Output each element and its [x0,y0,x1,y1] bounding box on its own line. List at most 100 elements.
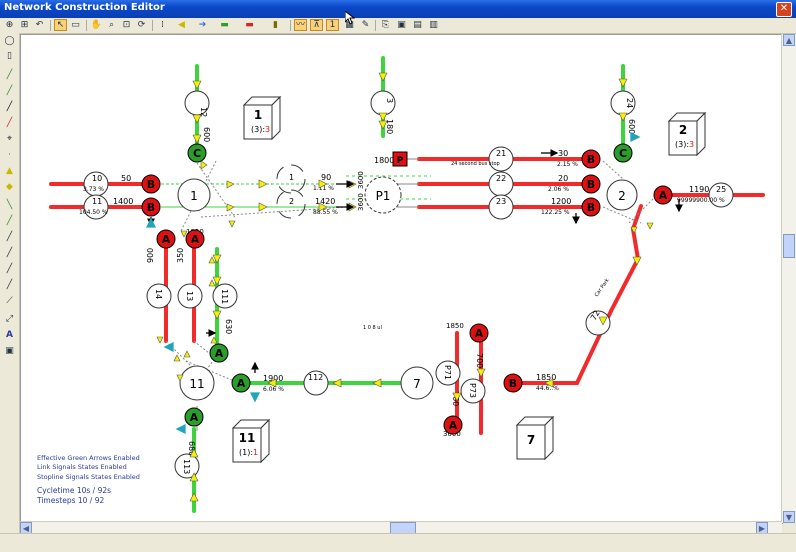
text-tool-icon[interactable]: A [6,330,13,340]
junction-2[interactable]: 2 [606,179,638,211]
signal-node-red[interactable]: B [581,149,601,169]
yield-sign-icon[interactable]: ◆ [6,182,13,192]
stage-icon[interactable]: 1 [326,19,339,31]
network-canvas[interactable]: 1 2 P1 7 11 10 50 [20,34,783,524]
green-bar-icon[interactable]: ▬ [220,20,229,30]
link-green-icon[interactable]: ╱ [6,70,13,80]
junction-1[interactable]: 1 [177,178,211,212]
a-top-label: 1850 [446,322,464,330]
signal-node-green[interactable]: C [187,143,207,163]
box-1[interactable]: 1 (3): 3 [242,95,282,141]
signal-node-red[interactable]: B [503,373,523,393]
link-red-icon[interactable]: ╱ [6,118,13,128]
junction-11[interactable]: 11 [179,365,215,401]
link-val: 1400 [113,197,133,206]
p1-left-a: 3600 [357,193,365,211]
page-tool-icon[interactable]: ▯ [7,51,12,61]
link-blue-icon[interactable]: · [8,150,11,160]
warning-icon[interactable]: ▲ [6,166,13,176]
signal-node-red[interactable]: A [653,185,673,205]
link-dark-icon[interactable]: ╱ [6,102,13,112]
signal-node-red[interactable]: B [581,197,601,217]
link-green-2-icon[interactable]: ╱ [6,86,13,96]
pan-icon[interactable]: ✋ [90,20,103,30]
line-tool-3-icon[interactable]: ╱ [6,264,13,274]
red-bar-icon[interactable]: ▬ [245,20,254,30]
grid-icon[interactable]: ⊞ [20,20,29,30]
box-label: 7 [527,433,535,447]
signal-node-red[interactable]: A [156,229,176,249]
signal-node-green[interactable]: A [231,373,251,393]
detector-icon[interactable]: 〰 [294,19,307,31]
junction-p1[interactable]: P1 [364,176,402,214]
signal-node-red[interactable]: A [443,415,463,435]
green-line-icon[interactable]: ╲ [6,200,13,210]
signal-node-green[interactable]: A [184,407,204,427]
junctions: 1 2 P1 7 11 [177,164,638,401]
scroll-right-button[interactable]: ▶ [756,522,768,534]
link-pct: 99999900.00 % [677,197,725,204]
signal-node-red[interactable]: B [581,174,601,194]
line-tool-5-icon[interactable]: ⟋ [6,296,13,306]
signal-node-red[interactable]: B [141,197,161,217]
image-tool-icon[interactable]: ▣ [5,346,14,356]
table-icon[interactable]: ▦ [345,20,354,30]
signal-node-green[interactable]: C [613,143,633,163]
pointer-icon[interactable]: ↖ [54,19,67,31]
status-legend: Effective Green Arrows Enabled Link Sign… [36,454,140,505]
refresh-icon[interactable]: ⟳ [137,20,146,30]
scroll-thumb-vertical[interactable] [783,234,795,258]
signal-node-red[interactable]: A [185,229,205,249]
print-icon[interactable]: ▤ [413,20,422,30]
vertical-scrollbar[interactable]: ▲ ▼ [781,34,796,523]
link-num: 22 [496,174,506,183]
junction-label: P1 [376,189,391,203]
link-val: 350 [176,248,185,263]
link-num: 3 [385,98,394,103]
select-area-icon[interactable]: ▭ [71,20,80,30]
link-num: 14 [154,289,163,299]
close-button[interactable]: ✕ [776,2,792,17]
box-sub: (3): [251,125,265,134]
box-11[interactable]: 11 (1): 1 [231,418,271,464]
junction-7[interactable]: 7 [400,366,434,400]
pen-icon[interactable]: ✎ [361,20,370,30]
signal-node-green[interactable]: A [209,343,229,363]
horizontal-scrollbar[interactable]: ◀ ▶ [20,521,782,534]
svg-text:P: P [397,156,404,166]
save-icon[interactable]: ▣ [397,20,406,30]
link-val: 630 [224,319,233,334]
parking-node[interactable]: P [392,151,408,167]
scroll-down-button[interactable]: ▼ [783,511,795,523]
select-tool-icon[interactable]: ⊕ [5,20,14,30]
signal-node-red[interactable]: B [141,174,161,194]
undo-icon[interactable]: ↶ [35,20,44,30]
box-2[interactable]: 2 (3): 3 [667,111,707,157]
signal-node-red[interactable]: A [469,323,489,343]
zoom-box-icon[interactable]: ⊡ [122,20,131,30]
phase-icon[interactable]: ⊼ [310,19,323,31]
link-val: 680 [187,441,196,456]
node-tool-icon[interactable]: ◯ [4,36,15,46]
stopline-icon[interactable]: ▮ [273,20,278,30]
link-circles [83,90,734,479]
line-tool-icon[interactable]: ╱ [6,232,13,242]
svg-text:A: A [162,233,171,246]
zoom-icon[interactable]: ⌕ [108,20,115,30]
svg-text:B: B [147,178,155,191]
connector-icon[interactable]: ⤢ [5,314,14,324]
signal-icon[interactable]: ⁞ [161,20,164,30]
link-val: 1190 [689,185,709,194]
status-line-1: Effective Green Arrows Enabled [37,454,140,462]
link-edit-icon[interactable]: ⌖ [6,134,13,144]
link-val: 700 [475,353,484,368]
green-line-2-icon[interactable]: ╱ [6,216,13,226]
yield-icon[interactable]: ◀ [178,20,185,30]
box-7[interactable]: 7 [515,415,555,461]
line-tool-2-icon[interactable]: ╱ [6,248,13,258]
export-icon[interactable]: ⎘ [381,20,390,30]
arrow-icon[interactable]: ➔ [198,20,207,30]
scroll-up-button[interactable]: ▲ [783,34,795,46]
line-tool-4-icon[interactable]: ╱ [6,280,13,290]
settings-icon[interactable]: ▥ [429,20,438,30]
